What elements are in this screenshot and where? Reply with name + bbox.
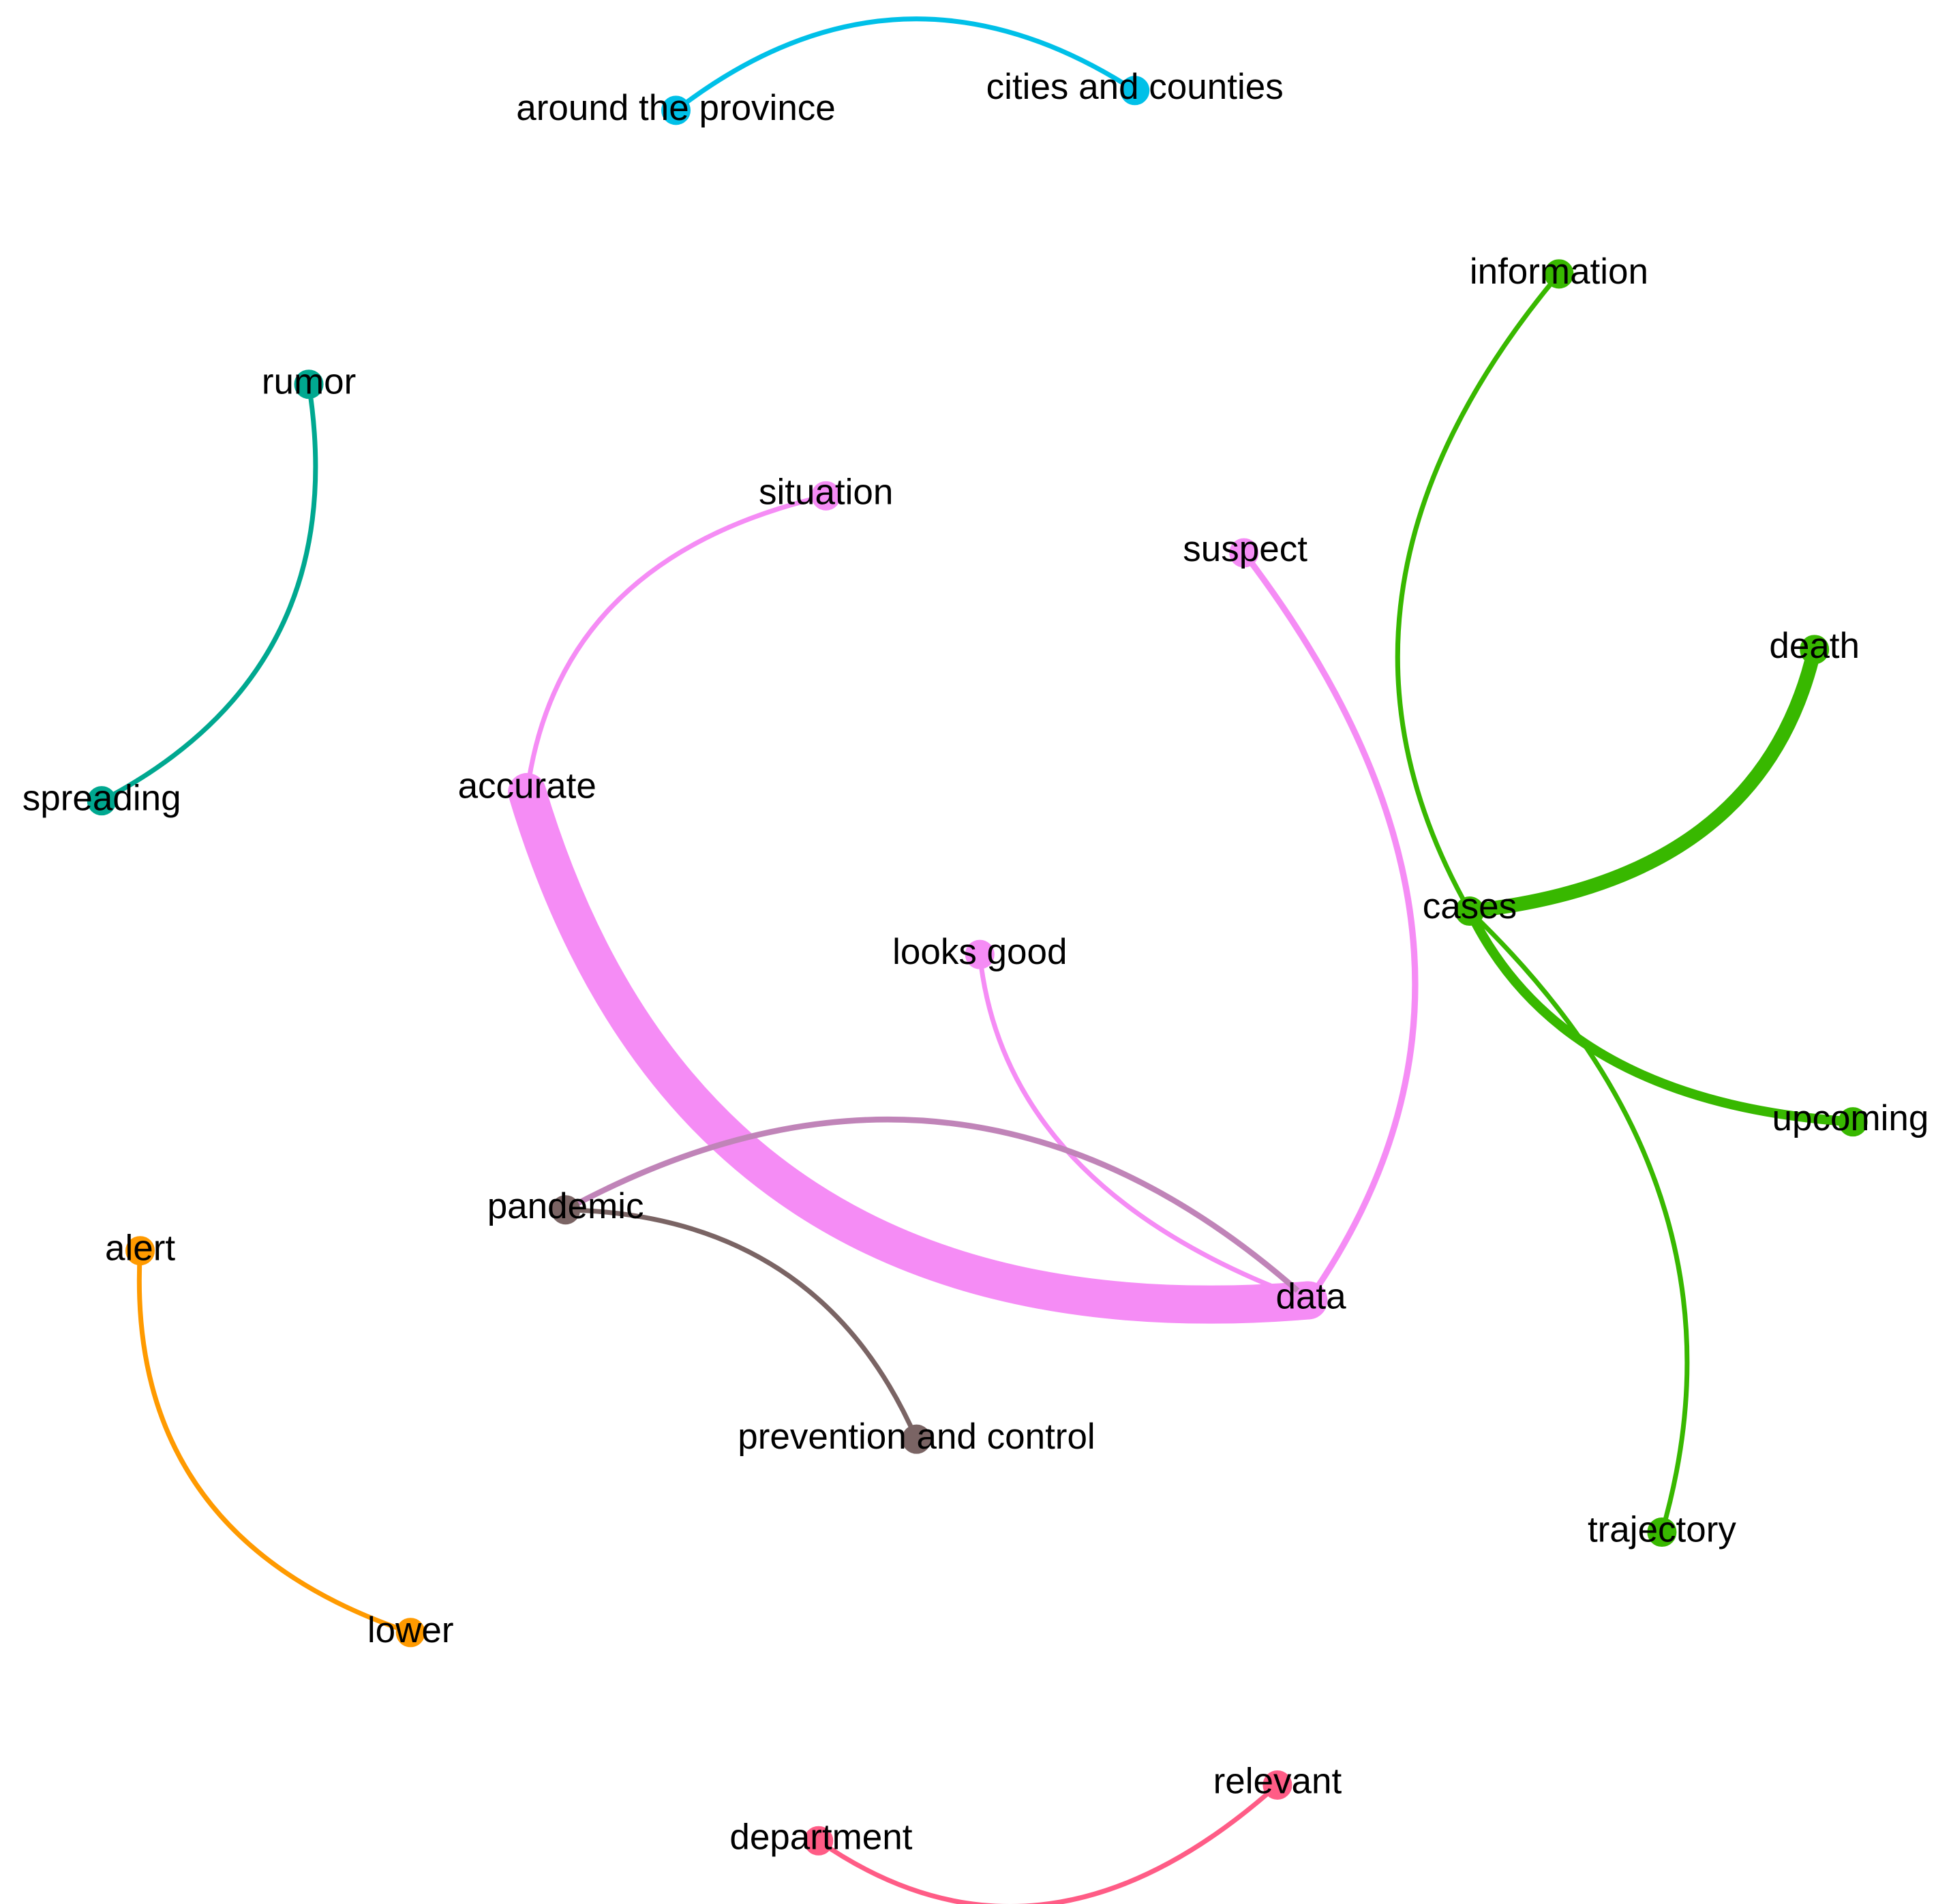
node-label-pandemic: pandemic xyxy=(487,1186,644,1226)
edge-layer xyxy=(99,16,1858,1904)
edge-situation-accurate xyxy=(524,493,829,795)
node-layer xyxy=(87,76,1868,1856)
node-label-prevention-and-control: prevention and control xyxy=(738,1417,1095,1457)
node-upcoming xyxy=(1838,1107,1868,1137)
node-lower xyxy=(395,1618,425,1648)
node-label-alert: alert xyxy=(105,1228,175,1269)
node-alert xyxy=(125,1236,155,1266)
node-label-spreading: spreading xyxy=(22,779,181,819)
node-trajectory xyxy=(1647,1517,1677,1547)
node-cases xyxy=(1455,896,1485,926)
edge-pandemic-data xyxy=(562,1116,1312,1303)
node-label-relevant: relevant xyxy=(1213,1762,1342,1802)
label-layer: around the province cities and counties ru… xyxy=(22,67,1929,1858)
node-label-information: information xyxy=(1470,252,1648,292)
edge-information-cases xyxy=(1395,271,1562,913)
node-label-cases: cases xyxy=(1423,886,1517,926)
edge-cases-death xyxy=(1462,642,1822,918)
node-suspect xyxy=(1229,538,1259,568)
node-label-suspect: suspect xyxy=(1183,529,1307,569)
node-label-data: data xyxy=(1275,1277,1346,1317)
edge-looks-good-data xyxy=(977,952,1311,1303)
node-label-situation: situation xyxy=(759,472,893,513)
node-label-accurate: accurate xyxy=(458,766,596,806)
node-label-around-the-province: around the province xyxy=(516,88,836,128)
node-information xyxy=(1544,259,1574,289)
edge-cases-trajectory xyxy=(1467,908,1690,1535)
node-prevention-and-control xyxy=(901,1424,931,1454)
edge-accurate-data xyxy=(508,772,1328,1324)
node-label-upcoming: upcoming xyxy=(1772,1098,1929,1138)
node-relevant xyxy=(1262,1770,1292,1800)
node-situation xyxy=(811,481,841,511)
node-label-trajectory: trajectory xyxy=(1588,1509,1736,1550)
edge-suspect-data xyxy=(1241,549,1419,1304)
node-spreading xyxy=(87,786,117,816)
edge-cases-upcoming xyxy=(1464,906,1858,1127)
node-label-department: department xyxy=(729,1817,912,1857)
edge-pandemic-prevention-and-control xyxy=(563,1207,919,1442)
node-label-death: death xyxy=(1769,626,1860,666)
edge-alert-lower xyxy=(136,1248,413,1635)
node-data xyxy=(1293,1285,1323,1315)
node-label-lower: lower xyxy=(367,1610,454,1650)
node-label-cities-and-counties: cities and counties xyxy=(986,67,1284,107)
edge-around-the-province-cities-and-counties xyxy=(674,16,1138,113)
node-accurate xyxy=(512,777,542,807)
edge-department-relevant xyxy=(816,1782,1280,1904)
node-department xyxy=(804,1826,834,1856)
node-label-looks-good: looks good xyxy=(892,932,1067,972)
node-looks-good xyxy=(965,939,995,969)
node-pandemic xyxy=(551,1195,581,1225)
node-label-rumor: rumor xyxy=(262,362,356,402)
node-cities-and-counties xyxy=(1120,76,1150,106)
node-death xyxy=(1800,635,1830,665)
node-around-the-province xyxy=(661,95,691,125)
node-rumor xyxy=(294,369,324,399)
edge-rumor-spreading xyxy=(99,382,318,804)
